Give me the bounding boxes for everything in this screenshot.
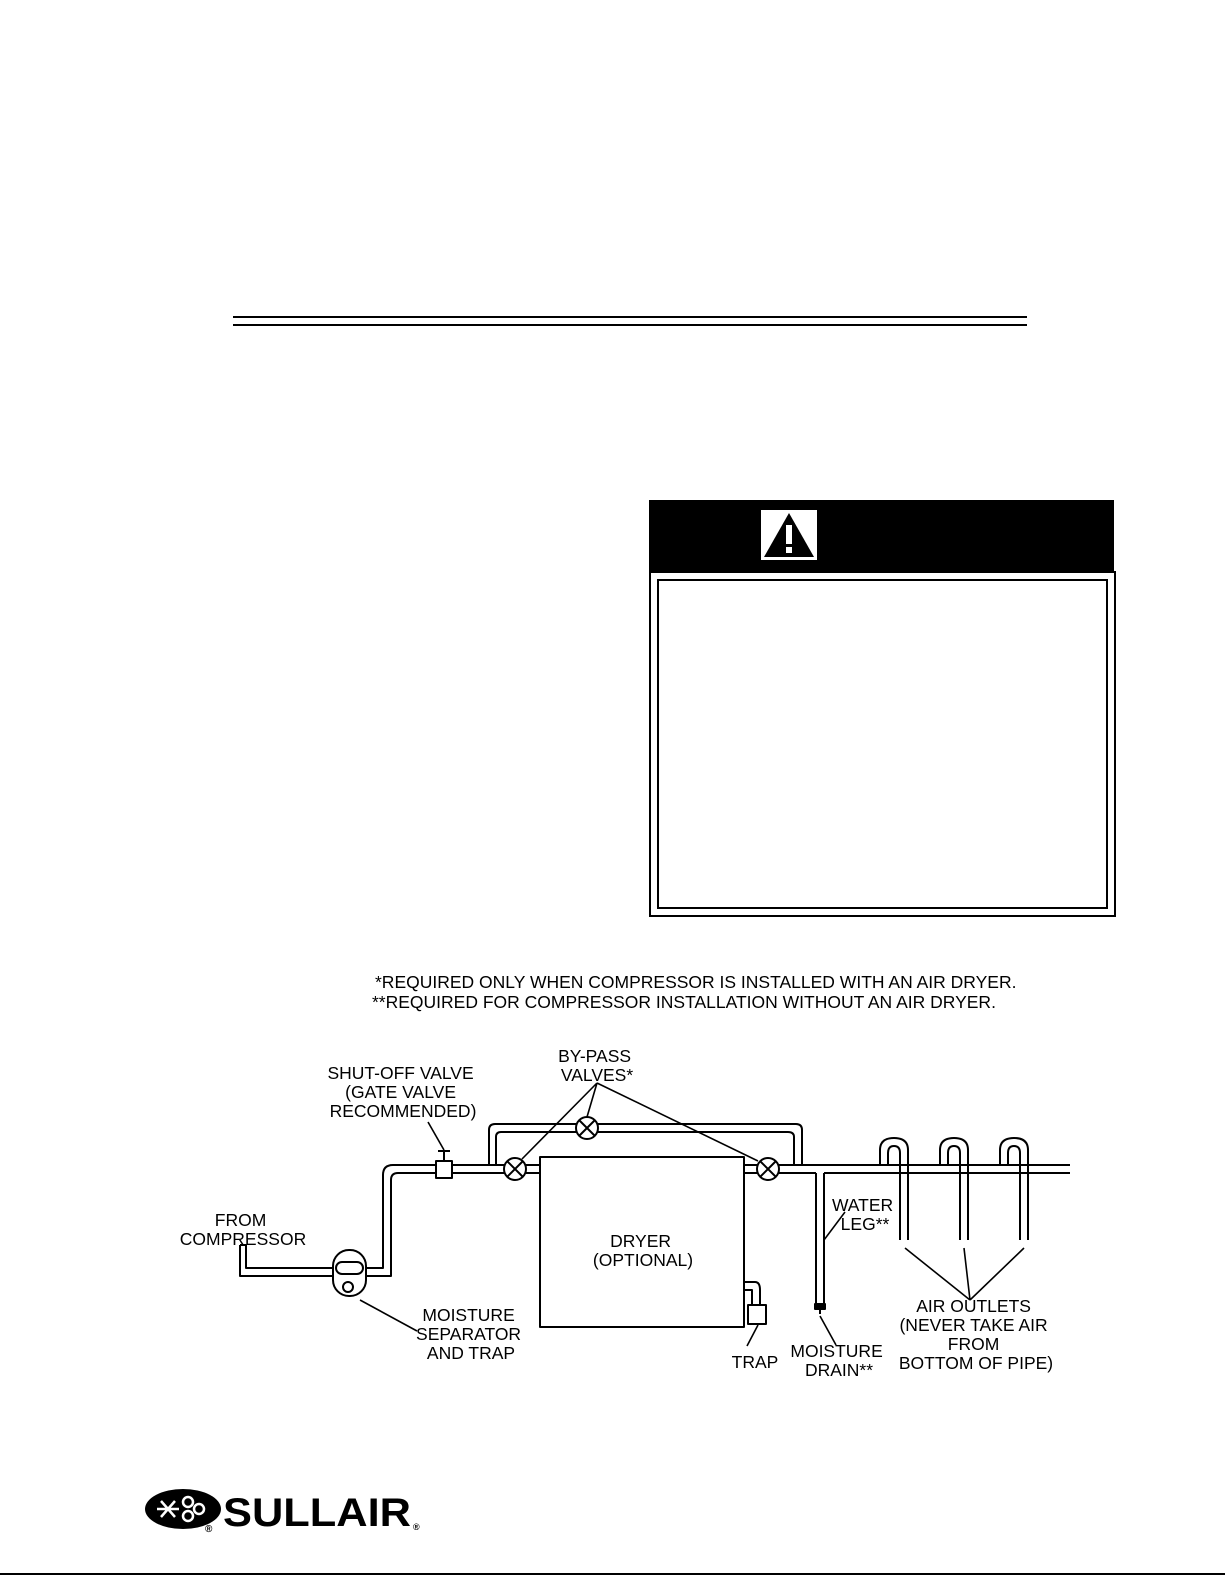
leader-drain xyxy=(819,1315,837,1346)
bypass-loop xyxy=(488,1123,803,1165)
dryer xyxy=(539,1156,745,1328)
label-moisture-separator: MOISTURE SEPARATOR AND TRAP xyxy=(416,1305,526,1363)
logo-wordmark-registered: ® xyxy=(413,1522,420,1532)
label-air-outlets: AIR OUTLETS (NEVER TAKE AIR FROM BOTTOM … xyxy=(899,1296,1053,1373)
title-rule-top xyxy=(233,316,1027,318)
warning-body-inner-border xyxy=(657,579,1108,909)
logo-registered-mark: ® xyxy=(205,1524,213,1534)
label-bypass-valves: BY-PASS VALVES* xyxy=(558,1046,636,1085)
footnote-single-asterisk: *REQUIRED ONLY WHEN COMPRESSOR IS INSTAL… xyxy=(375,972,1017,992)
warning-header xyxy=(649,500,1114,571)
air-outlet-3 xyxy=(999,1137,1029,1240)
dryer-trap xyxy=(747,1304,767,1325)
warning-body xyxy=(649,571,1116,917)
footer-rule xyxy=(0,1573,1225,1575)
label-shut-off-valve: SHUT-OFF VALVE (GATE VALVE RECOMMENDED) xyxy=(327,1063,478,1121)
warning-triangle-icon xyxy=(764,513,814,557)
logo-wordmark: SULLAIR xyxy=(223,1491,411,1534)
label-trap: TRAP xyxy=(732,1352,779,1372)
label-water-leg: WATER LEG** xyxy=(832,1195,898,1234)
label-from-compressor: FROM COMPRESSOR xyxy=(180,1210,306,1249)
footnote-double-asterisk: **REQUIRED FOR COMPRESSOR INSTALLATION W… xyxy=(372,992,996,1012)
title-rule-bottom xyxy=(233,324,1027,326)
water-leg xyxy=(815,1173,825,1304)
warning-sign-box xyxy=(761,510,817,560)
air-outlet-1 xyxy=(879,1137,909,1240)
air-outlet-2 xyxy=(939,1137,969,1240)
leader-bypass xyxy=(521,1082,759,1162)
inlet-pipe xyxy=(239,1244,333,1277)
shut-off-valve xyxy=(435,1160,453,1179)
main-header xyxy=(779,1164,1070,1174)
label-moisture-drain: MOISTURE DRAIN** xyxy=(790,1341,887,1380)
leader-trap xyxy=(746,1324,759,1347)
riser-pipe xyxy=(366,1164,436,1277)
leader-separator xyxy=(359,1299,418,1332)
sullair-logo: ® SULLAIR ® xyxy=(145,1489,420,1534)
sullair-logo-icon xyxy=(145,1489,221,1529)
moisture-drain xyxy=(814,1303,826,1310)
leader-water-leg xyxy=(823,1211,846,1241)
leader-shut-off xyxy=(427,1121,445,1151)
label-dryer: DRYER (OPTIONAL) xyxy=(593,1231,693,1270)
leader-outlets xyxy=(904,1247,1025,1301)
